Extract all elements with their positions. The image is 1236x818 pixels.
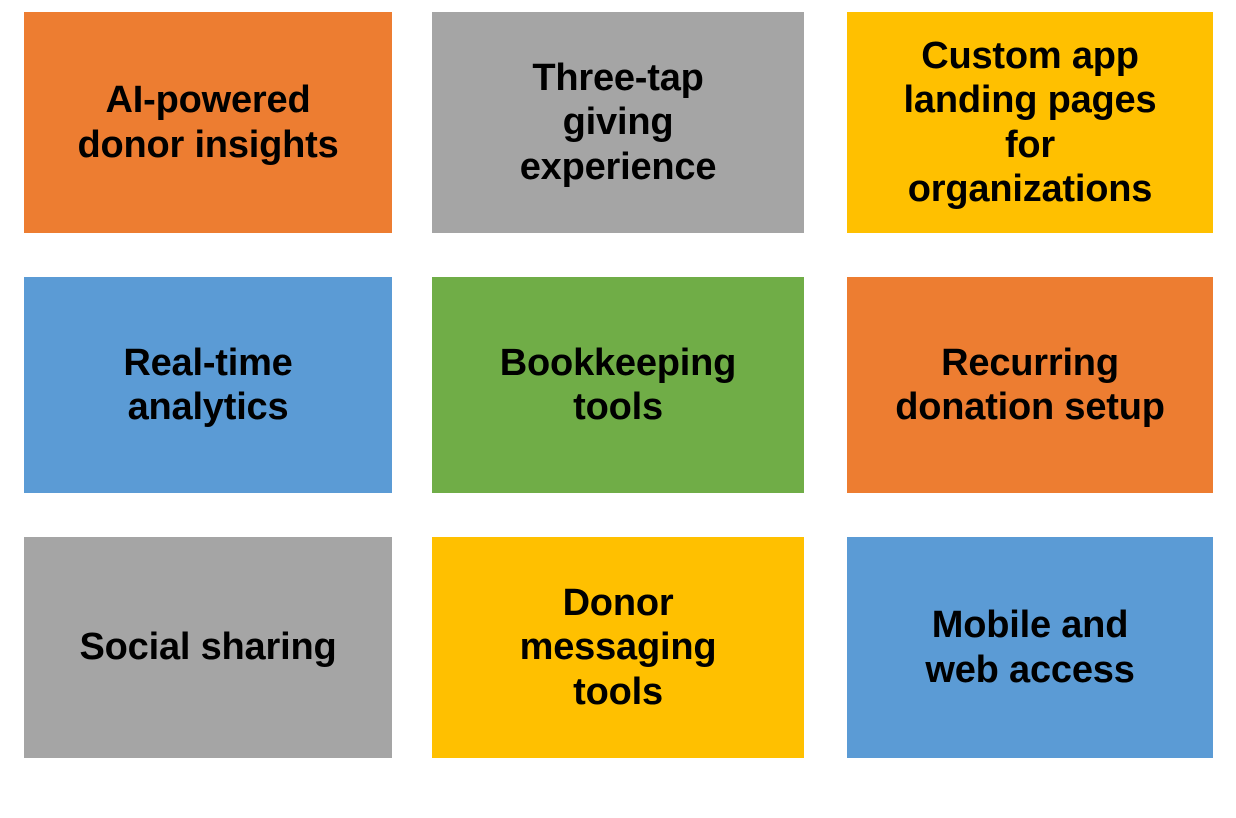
feature-card-label: Custom app landing pages for organizatio… [903, 34, 1157, 210]
feature-card-custom-app-landing-pages-for-organizations[interactable]: Custom app landing pages for organizatio… [847, 12, 1213, 233]
feature-card-label: Donor messaging tools [519, 581, 717, 713]
feature-card-mobile-and-web-access[interactable]: Mobile and web access [847, 537, 1213, 758]
feature-card-label: Mobile and web access [925, 604, 1135, 691]
feature-card-label: AI-powered donor insights [77, 79, 339, 166]
feature-card-label: Recurring donation setup [895, 341, 1165, 428]
feature-card-real-time-analytics[interactable]: Real-time analytics [24, 277, 392, 493]
feature-card-label: Bookkeeping tools [499, 341, 737, 428]
feature-card-label: Social sharing [79, 626, 337, 669]
feature-card-bookkeeping-tools[interactable]: Bookkeeping tools [432, 277, 804, 493]
feature-card-social-sharing[interactable]: Social sharing [24, 537, 392, 758]
feature-card-label: Three-tap giving experience [519, 56, 717, 188]
feature-card-three-tap-giving-experience[interactable]: Three-tap giving experience [432, 12, 804, 233]
feature-card-donor-messaging-tools[interactable]: Donor messaging tools [432, 537, 804, 758]
feature-card-ai-powered-donor-insights[interactable]: AI-powered donor insights [24, 12, 392, 233]
feature-card-recurring-donation-setup[interactable]: Recurring donation setup [847, 277, 1213, 493]
feature-card-label: Real-time analytics [123, 341, 293, 428]
